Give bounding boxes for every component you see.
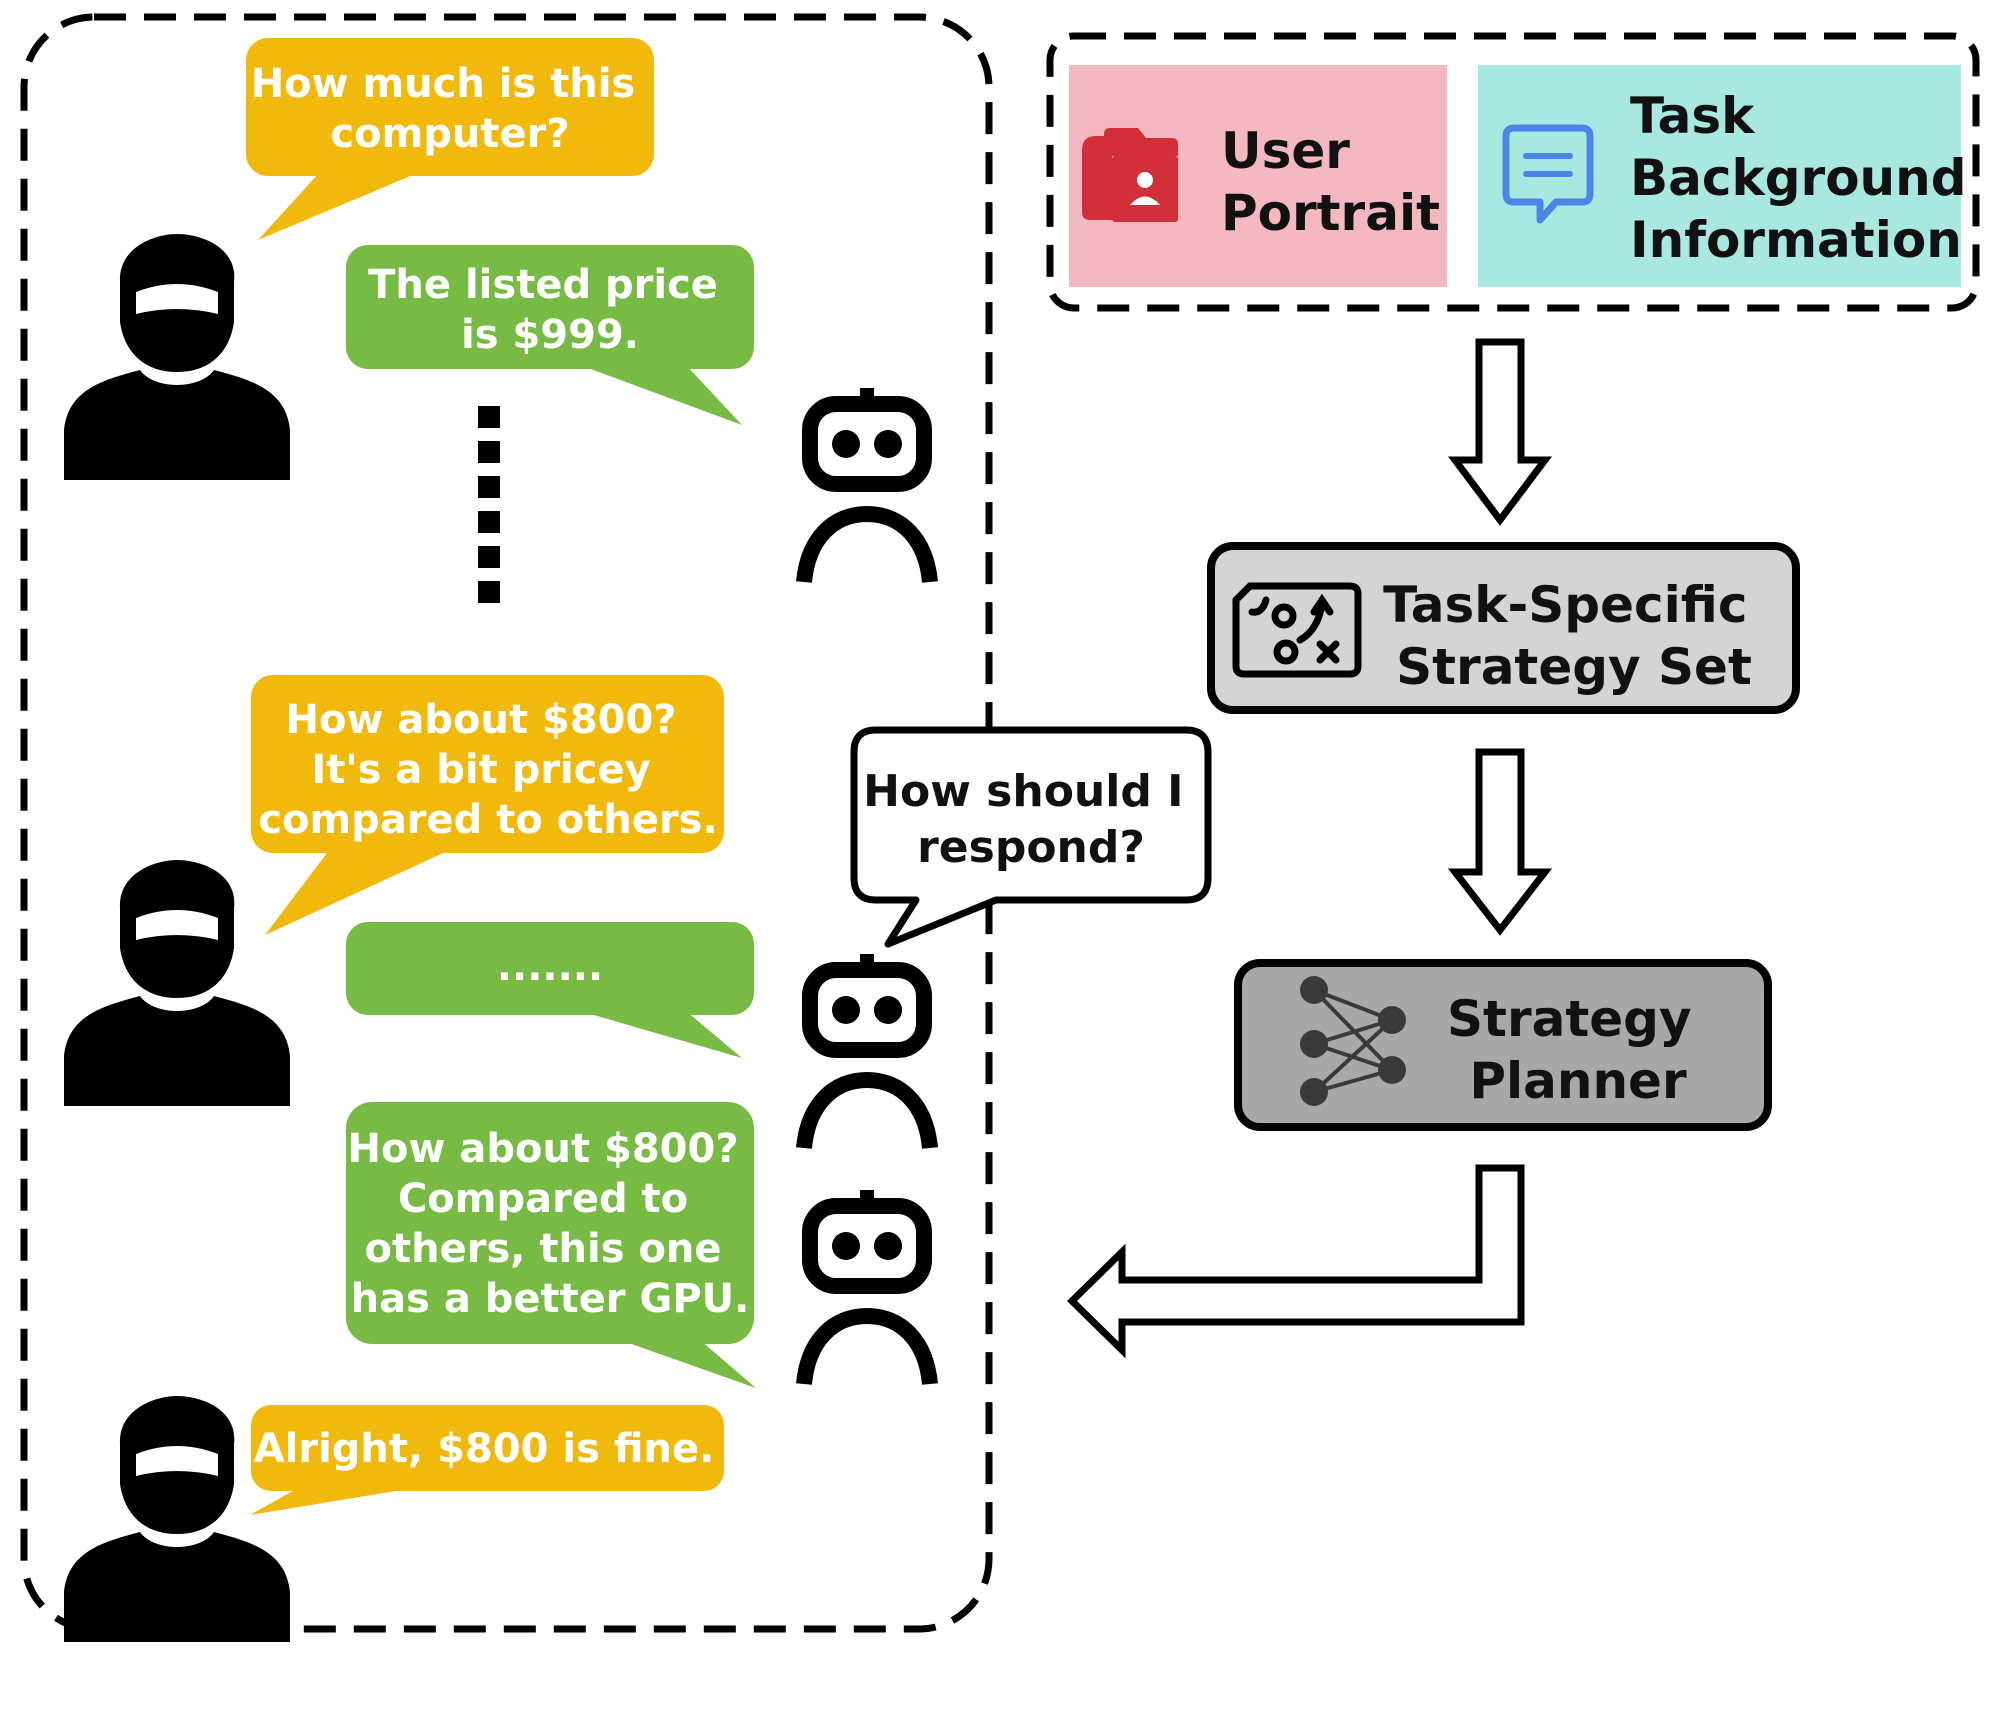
agent-message-bubble: The listed price is $999.	[346, 245, 754, 425]
user-avatar-icon	[64, 234, 290, 480]
input-panel	[1046, 32, 1980, 312]
message-text: Alright, $800 is fine.	[254, 1426, 715, 1472]
neural-network-icon	[1300, 976, 1406, 1106]
robot-avatar-icon	[804, 388, 930, 582]
user-avatar-icon	[64, 860, 290, 1106]
agent-message-bubble: .......	[346, 922, 754, 1058]
strategy-set-label: Task-Specific Strategy Set	[1383, 576, 1765, 696]
folder-user-icon	[1082, 128, 1178, 222]
strategy-set-box: Task-Specific Strategy Set	[1207, 542, 1800, 714]
ellipsis-dots	[478, 406, 500, 603]
message-text: The listed price is $999.	[368, 262, 732, 358]
task-background-box: Task Background Information	[1478, 65, 1984, 287]
message-text: .......	[497, 944, 603, 990]
strategy-board-icon	[1232, 582, 1362, 678]
chat-message-icon	[1502, 124, 1594, 224]
user-portrait-box: User Portrait	[1069, 65, 1447, 287]
message-text: How much is this computer?	[251, 61, 650, 157]
agent-message-bubble: How about $800? Compared to others, this…	[346, 1102, 756, 1388]
strategy-planner-box: Strategy Planner	[1234, 959, 1772, 1131]
return-arrow	[1066, 1164, 1525, 1359]
user-message-bubble: Alright, $800 is fine.	[250, 1405, 724, 1515]
down-arrow-1	[1448, 338, 1552, 526]
user-portrait-label: User Portrait	[1221, 122, 1440, 242]
task-background-label: Task Background Information	[1630, 87, 1984, 269]
strategy-planner-label: Strategy Planner	[1447, 990, 1709, 1110]
down-arrow-2	[1447, 748, 1553, 936]
message-text: How about $800? It's a bit pricey compar…	[258, 697, 717, 843]
robot-avatar-icon	[804, 1190, 930, 1384]
user-message-bubble: How about $800? It's a bit pricey compar…	[251, 675, 724, 935]
robot-avatar-icon	[804, 954, 930, 1148]
message-text: How about $800? Compared to others, this…	[348, 1126, 753, 1322]
user-message-bubble: How much is this computer?	[246, 38, 654, 240]
thought-text: How should I respond?	[863, 766, 1199, 873]
thought-bubble: How should I respond?	[850, 726, 1212, 948]
